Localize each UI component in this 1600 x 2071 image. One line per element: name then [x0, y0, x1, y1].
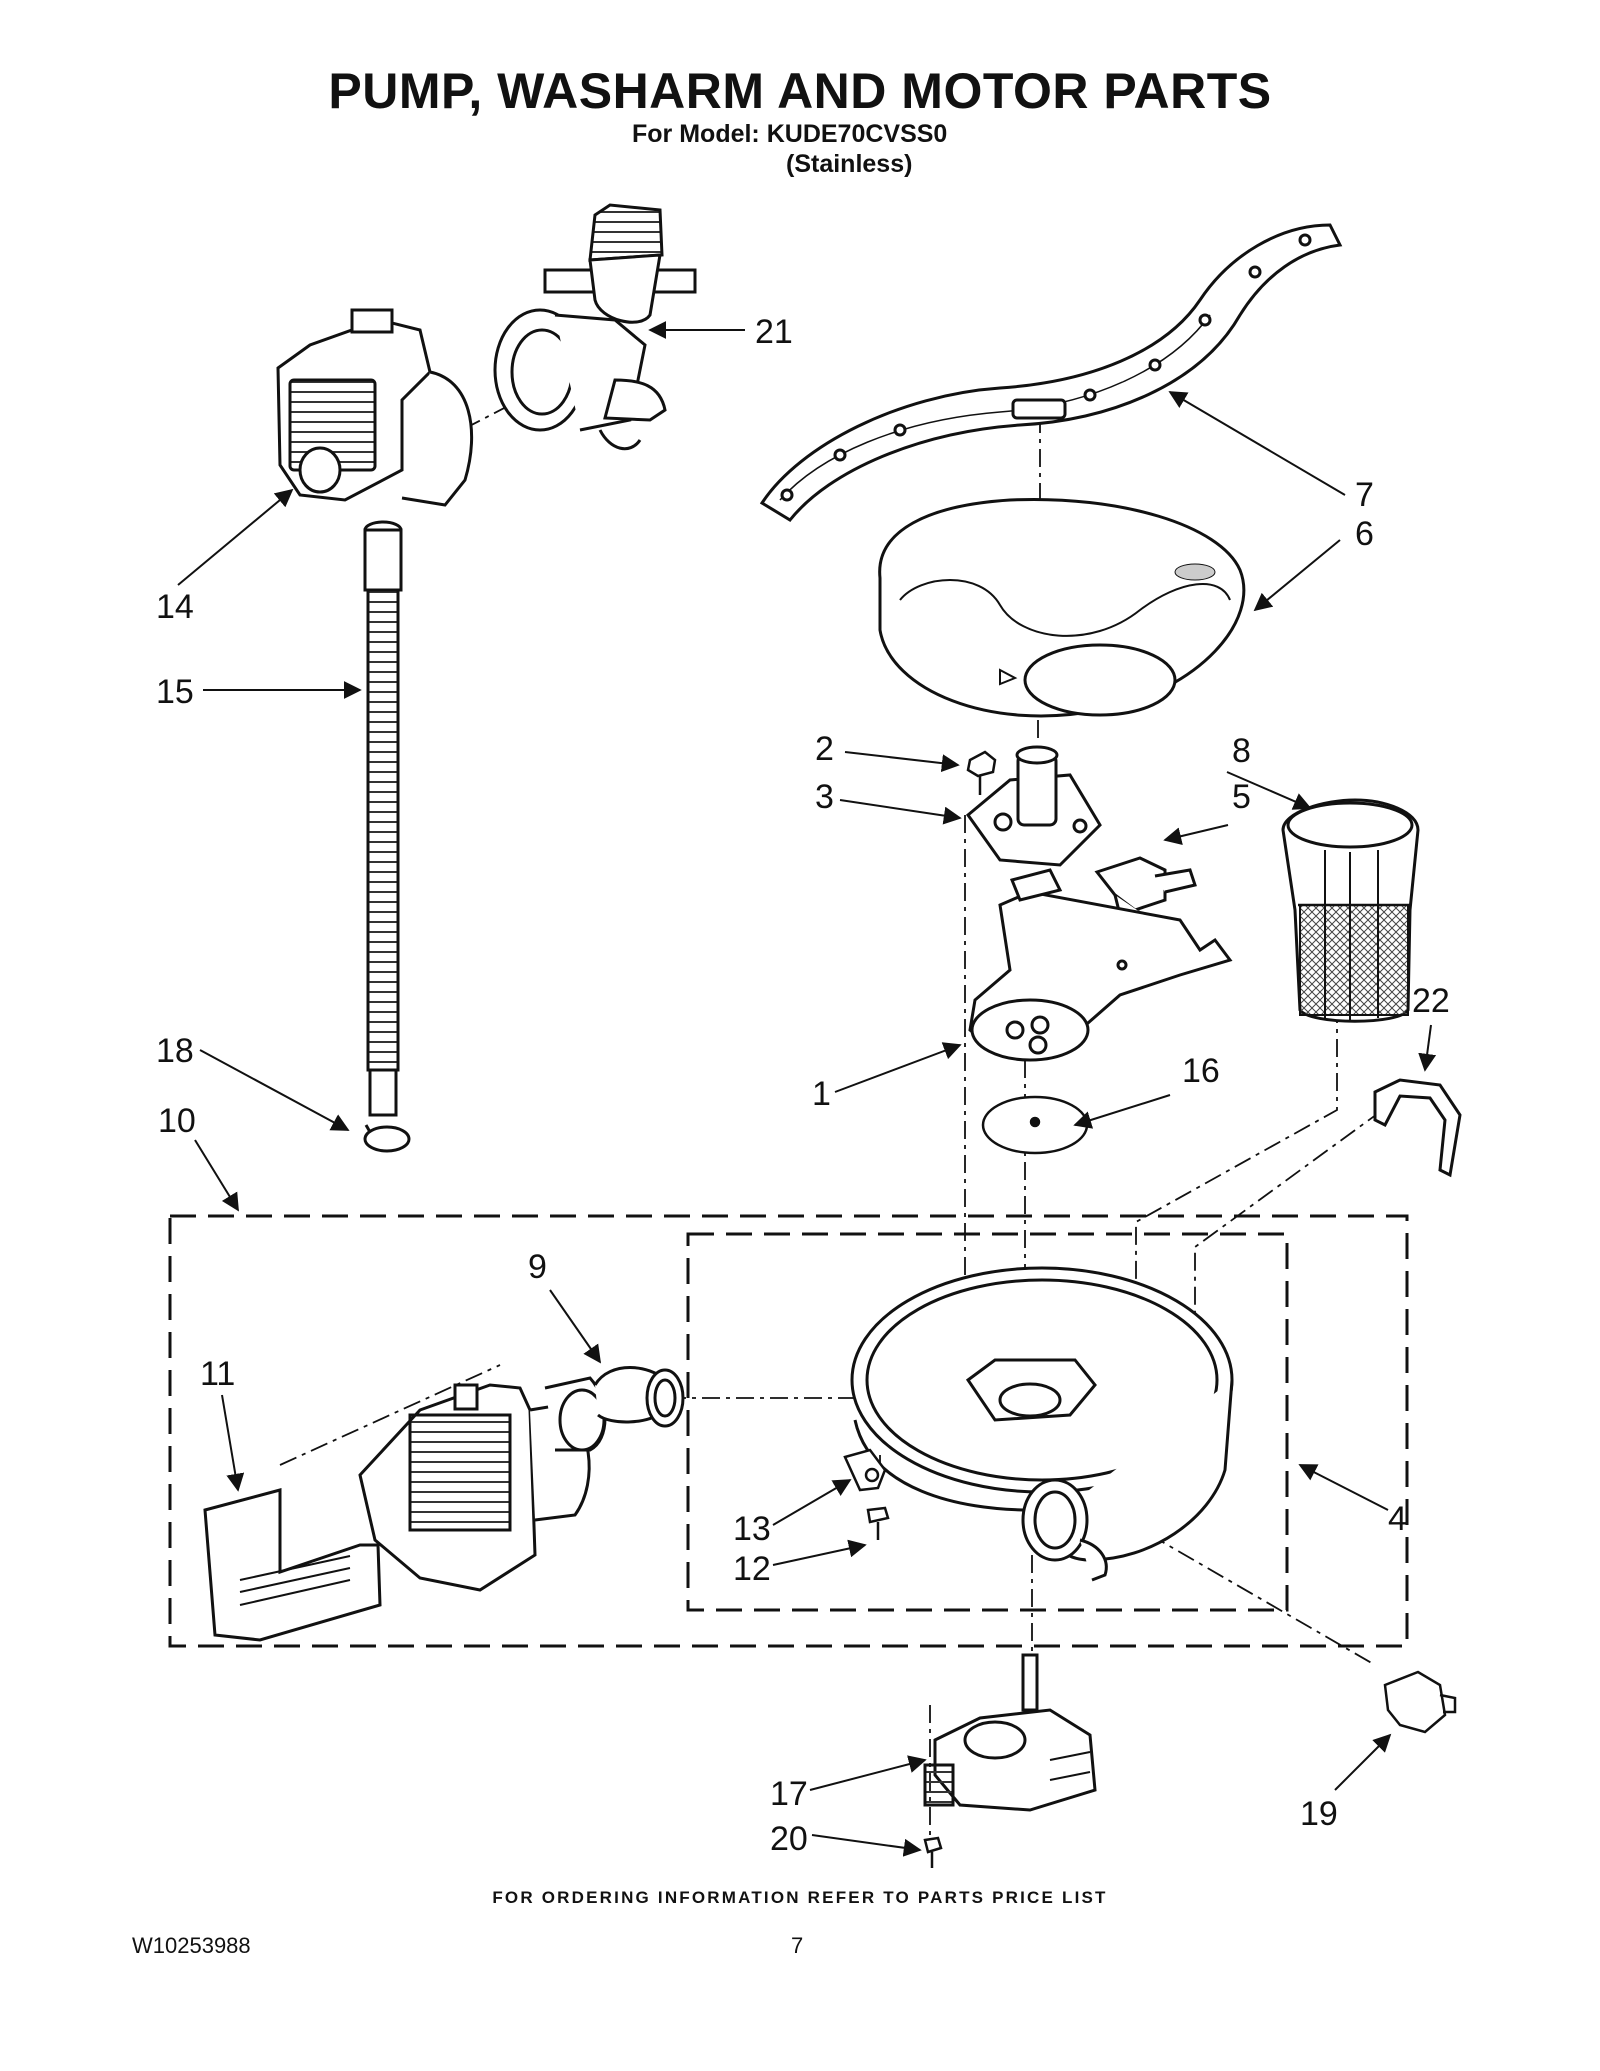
- screw-part-12: [866, 1506, 890, 1540]
- callout-21: 21: [755, 313, 793, 351]
- callout-15: 15: [156, 673, 194, 711]
- callout-19: 19: [1300, 1795, 1338, 1833]
- pump-cover-part-1: [968, 868, 1233, 1062]
- lower-wash-arm: [759, 223, 1343, 522]
- bracket-part-13: [843, 1448, 887, 1492]
- motor-cover-part-11: [203, 1488, 382, 1642]
- callout-5: 5: [1232, 778, 1251, 816]
- callout-12: 12: [733, 1550, 771, 1588]
- callout-9: 9: [528, 1248, 547, 1286]
- callout-17: 17: [770, 1775, 808, 1813]
- sensor-part-19: [1383, 1670, 1457, 1734]
- callout-18: 18: [156, 1032, 194, 1070]
- callout-8: 8: [1232, 732, 1251, 770]
- diverter-motor-part-17: [923, 1653, 1097, 1812]
- drain-hose-part-15: [363, 520, 403, 1117]
- callout-22: 22: [1412, 982, 1450, 1020]
- callout-2: 2: [815, 730, 834, 768]
- callout-1: 1: [812, 1075, 831, 1113]
- callout-10: 10: [158, 1102, 196, 1140]
- drain-housing-part-21: [493, 203, 697, 451]
- disc-part-16: [981, 1095, 1089, 1155]
- screw-part-20: [923, 1836, 943, 1868]
- callout-6: 6: [1355, 515, 1374, 553]
- callout-11: 11: [200, 1355, 235, 1393]
- callout-14: 14: [156, 588, 194, 626]
- manifold-hub: [965, 745, 1102, 867]
- drain-pump-part-14: [276, 308, 473, 507]
- callout-7: 7: [1355, 476, 1374, 514]
- callout-4: 4: [1388, 1500, 1407, 1538]
- filter-part-8: [1281, 798, 1420, 1023]
- model-number: For Model: KUDE70CVSS0: [632, 120, 948, 148]
- wash-motor-assembly-part-9: [358, 1366, 685, 1592]
- callout-labels: 1 2 3 4 5 6 7 8 9 10 11 12 13 14 15 16 1…: [156, 313, 1450, 1858]
- page-title: PUMP, WASHARM AND MOTOR PARTS: [328, 63, 1272, 119]
- alignment-lines: [279, 404, 1411, 1835]
- assembly-box-10: [168, 1214, 1409, 1648]
- leader-arrows: [177, 321, 1437, 1857]
- clamp-part-18: [363, 1124, 411, 1153]
- clip-part-5: [1094, 856, 1197, 917]
- document-number: W10253988: [132, 1933, 251, 1958]
- callout-16: 16: [1182, 1052, 1220, 1090]
- callout-13: 13: [733, 1510, 771, 1548]
- page-number: 7: [791, 1933, 804, 1958]
- callout-20: 20: [770, 1820, 808, 1858]
- bracket-part-22: [1373, 1078, 1462, 1178]
- callout-3: 3: [815, 778, 834, 816]
- ordering-note: FOR ORDERING INFORMATION REFER TO PARTS …: [492, 1888, 1108, 1907]
- screw-part-2: [966, 750, 997, 795]
- sump-part-4: [850, 1266, 1234, 1582]
- model-finish: (Stainless): [786, 150, 913, 178]
- assembly-box-4: [686, 1232, 1289, 1612]
- spray-shield: [878, 497, 1246, 718]
